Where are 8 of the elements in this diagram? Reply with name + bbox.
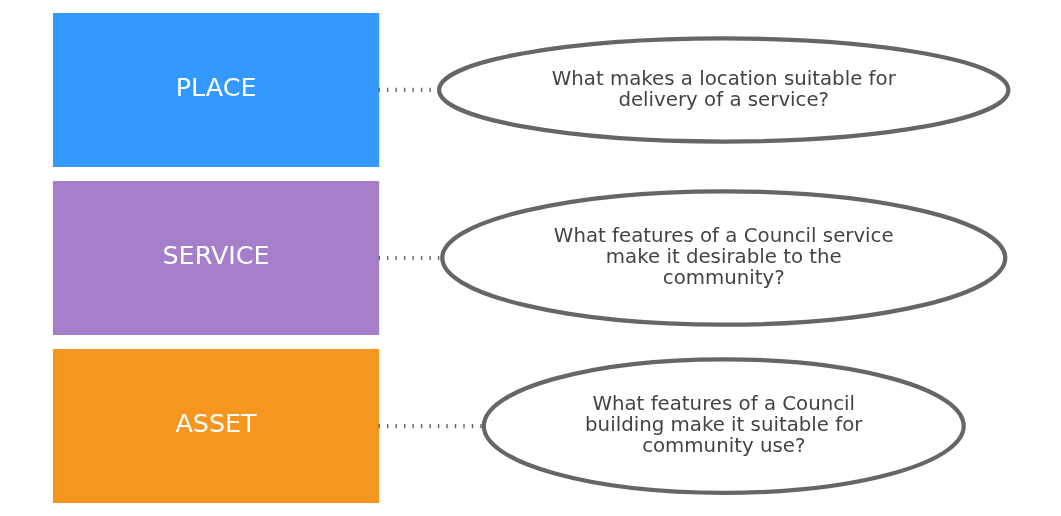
node-box: SERVICE: [52, 181, 379, 335]
node-box: ASSET: [52, 349, 379, 503]
node-ellipse: What features of a Council building make it suitable for community use?: [481, 357, 966, 495]
node-ellipse: What features of a Council service make it desirable to the community?: [439, 189, 1007, 327]
connector: [378, 423, 484, 429]
node-ellipse: What makes a location suitable for delivery of a service?: [436, 36, 1010, 144]
connector: [378, 255, 442, 261]
node-box: PLACE: [52, 13, 379, 167]
